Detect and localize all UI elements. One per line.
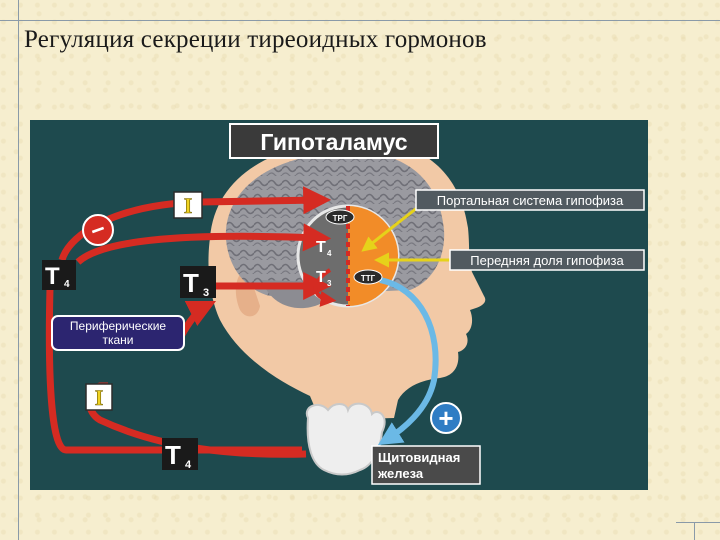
- t3-middle-subscript: 3: [203, 287, 209, 299]
- thyroid-label-box: [371, 445, 481, 485]
- tsh-to-thyroid-arrow: [377, 277, 439, 446]
- corner-line-horizontal: [0, 20, 720, 21]
- portal-system-label-box: [415, 189, 645, 211]
- anterior-pituitary-label: Передняя доля гипофиза: [470, 253, 624, 268]
- tsh-badge: [353, 269, 383, 285]
- hypothalamus-t3-letter: Т: [316, 269, 326, 286]
- inhibit-symbol-bottom: I: [95, 385, 104, 410]
- trh-label: ТРГ: [333, 214, 348, 223]
- inhibit-box-top: [173, 191, 203, 219]
- peripheral-tissues-box: [51, 315, 185, 351]
- trh-badge: [325, 209, 355, 225]
- hypothalamus-t4-letter: Т: [316, 239, 326, 256]
- t4-box-left: [42, 260, 76, 290]
- inhibit-box-bottom: [85, 383, 113, 411]
- corner-line-bottom: [676, 522, 720, 523]
- thyroid-regulation-diagram: Гипоталамус Портальная система гипофиза …: [30, 120, 648, 490]
- t4-t3-feedback-arrow-lower: [75, 223, 332, 265]
- t3-middle-letter: Т: [183, 268, 199, 298]
- corner-line-right: [694, 522, 695, 540]
- thyroid-label-line1: Щитовидная: [378, 450, 460, 465]
- thyroid-label-line2: железа: [377, 466, 424, 481]
- hypothalamus-t4-subscript: 4: [327, 249, 332, 258]
- thyroid-gland: [305, 402, 386, 476]
- hypothalamus-t3-subscript: 3: [327, 279, 332, 288]
- corner-line-vertical: [18, 0, 19, 540]
- t4-left-subscript: 4: [64, 279, 70, 290]
- t4-left-letter: Т: [45, 263, 60, 290]
- hypothalamus-label: Гипоталамус: [260, 129, 407, 155]
- t3-box-middle: [180, 266, 216, 298]
- hypothalamus-inner-loop-arrow: [313, 268, 337, 307]
- anterior-pituitary-label-box: [449, 249, 645, 271]
- t4-bottom-letter: Т: [165, 440, 181, 470]
- plus-symbol: +: [438, 403, 453, 433]
- hypothalamus-label-box: [229, 123, 439, 159]
- minus-circle: [82, 214, 114, 246]
- thyroid-to-pituitary-arrow: [45, 287, 302, 454]
- t4-box-bottom: [162, 438, 198, 470]
- plus-circle: [430, 402, 462, 434]
- slide-title: Регуляция секреции тиреоидных гормонов: [24, 26, 487, 53]
- portal-system-label: Портальная система гипофиза: [437, 193, 624, 208]
- peripheral-tissues-line2: ткани: [102, 333, 133, 347]
- portal-system-pointer: [361, 202, 423, 252]
- inhibit-symbol-top: I: [184, 193, 193, 218]
- t4-bottom-subscript: 4: [185, 459, 192, 471]
- peripheral-tissues-line1: Периферические: [70, 319, 166, 333]
- tsh-label: ТТГ: [361, 274, 376, 283]
- ear: [235, 270, 260, 317]
